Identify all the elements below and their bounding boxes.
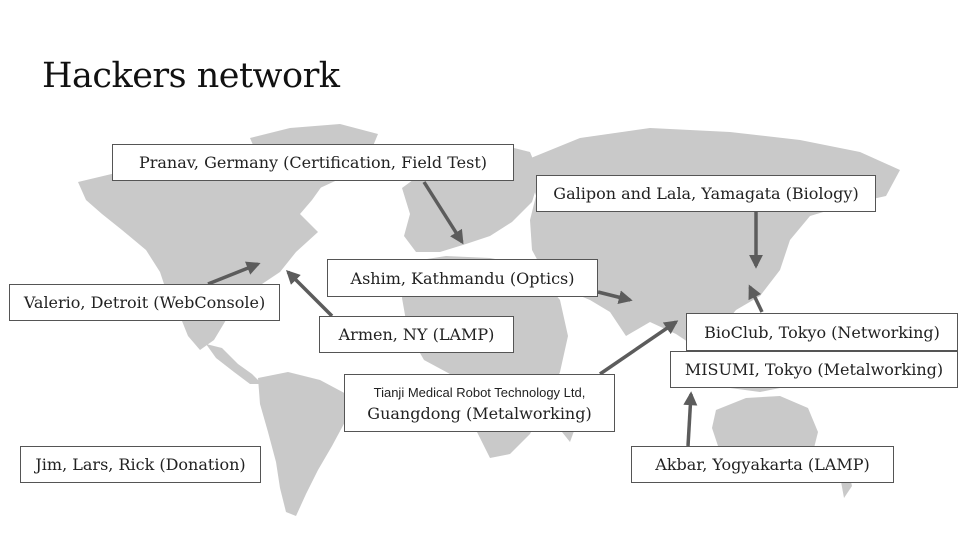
node-misumi: MISUMI, Tokyo (Metalworking): [670, 351, 958, 388]
north-america-shape: [78, 148, 322, 350]
arrow-akbar: [683, 391, 698, 447]
node-akbar: Akbar, Yogyakarta (LAMP): [631, 446, 894, 483]
arrow-valerio: [207, 261, 261, 286]
arrow-ashim: [597, 290, 633, 305]
south-america-shape: [258, 372, 350, 516]
node-tianji-line2: Guangdong (Metalworking): [367, 404, 592, 423]
arrow-pranav: [422, 181, 464, 245]
node-valerio: Valerio, Detroit (WebConsole): [9, 284, 280, 321]
node-pranav: Pranav, Germany (Certification, Field Te…: [112, 144, 514, 181]
node-jim: Jim, Lars, Rick (Donation): [20, 446, 261, 483]
arrow-tianji: [599, 320, 679, 376]
arrow-armen: [286, 270, 334, 318]
central-america-shape: [206, 344, 262, 384]
node-armen: Armen, NY (LAMP): [319, 316, 514, 353]
arrow-bioclub: [748, 284, 764, 313]
node-bioclub: BioClub, Tokyo (Networking): [686, 313, 958, 351]
node-tianji: Tianji Medical Robot Technology Ltd, Gua…: [344, 374, 615, 432]
node-ashim: Ashim, Kathmandu (Optics): [327, 259, 598, 297]
node-galipon: Galipon and Lala, Yamagata (Biology): [536, 175, 876, 212]
page-title: Hackers network: [42, 56, 340, 96]
node-tianji-line1: Tianji Medical Robot Technology Ltd,: [373, 385, 586, 400]
